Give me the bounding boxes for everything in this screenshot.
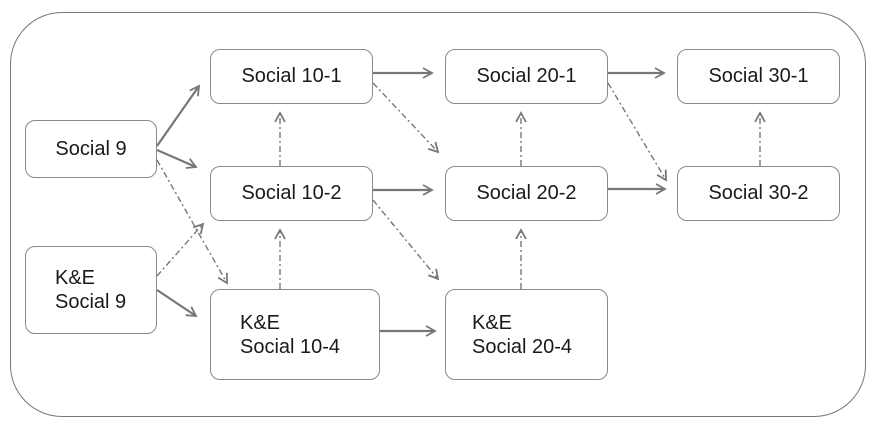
edge-social-9-to-social-10-2 [156, 148, 198, 169]
node-label: Social 20-1 [476, 65, 577, 87]
edge-social-9-to-social-10-1 [156, 84, 201, 147]
node-label: Social 30-1 [708, 65, 809, 87]
node-label: Social 9 [55, 137, 127, 160]
node-label-line-1: K&E [240, 311, 281, 334]
edge-social-10-2-to-ke-social-20-4 [372, 199, 440, 281]
node-label-line-1: K&E [472, 311, 513, 334]
node-label: Social 20-2 [476, 182, 577, 204]
edge-ke-social-9-to-social-10-2 [156, 222, 205, 277]
node-ke-social-20-4: K&E Social 20-4 [445, 289, 608, 380]
node-label: Social 30-2 [708, 182, 809, 204]
node-social-30-1: Social 30-1 [677, 49, 840, 104]
edge-social-9-to-ke-social-10-4 [156, 159, 228, 285]
node-label: Social 10-1 [241, 65, 342, 87]
node-social-10-2: Social 10-2 [210, 166, 373, 221]
edge-social-10-1-to-social-20-2 [372, 82, 440, 154]
node-label-line-2: Social 20-4 [472, 335, 573, 358]
node-label-line-2: Social 9 [55, 291, 127, 313]
node-label: Social 10-2 [241, 182, 342, 204]
node-social-20-1: Social 20-1 [445, 49, 608, 104]
edge-ke-social-9-to-ke-social-10-4 [156, 289, 198, 318]
node-social-9: Social 9 [25, 120, 157, 178]
node-ke-social-9: K&E Social 9 [25, 246, 157, 334]
node-label-line-1: K&E [55, 267, 96, 289]
node-social-30-2: Social 30-2 [677, 166, 840, 221]
edge-social-20-1-to-social-30-2 [607, 82, 667, 182]
node-ke-social-10-4: K&E Social 10-4 [210, 289, 380, 380]
node-label-line-2: Social 10-4 [240, 335, 341, 358]
node-social-20-2: Social 20-2 [445, 166, 608, 221]
node-social-10-1: Social 10-1 [210, 49, 373, 104]
